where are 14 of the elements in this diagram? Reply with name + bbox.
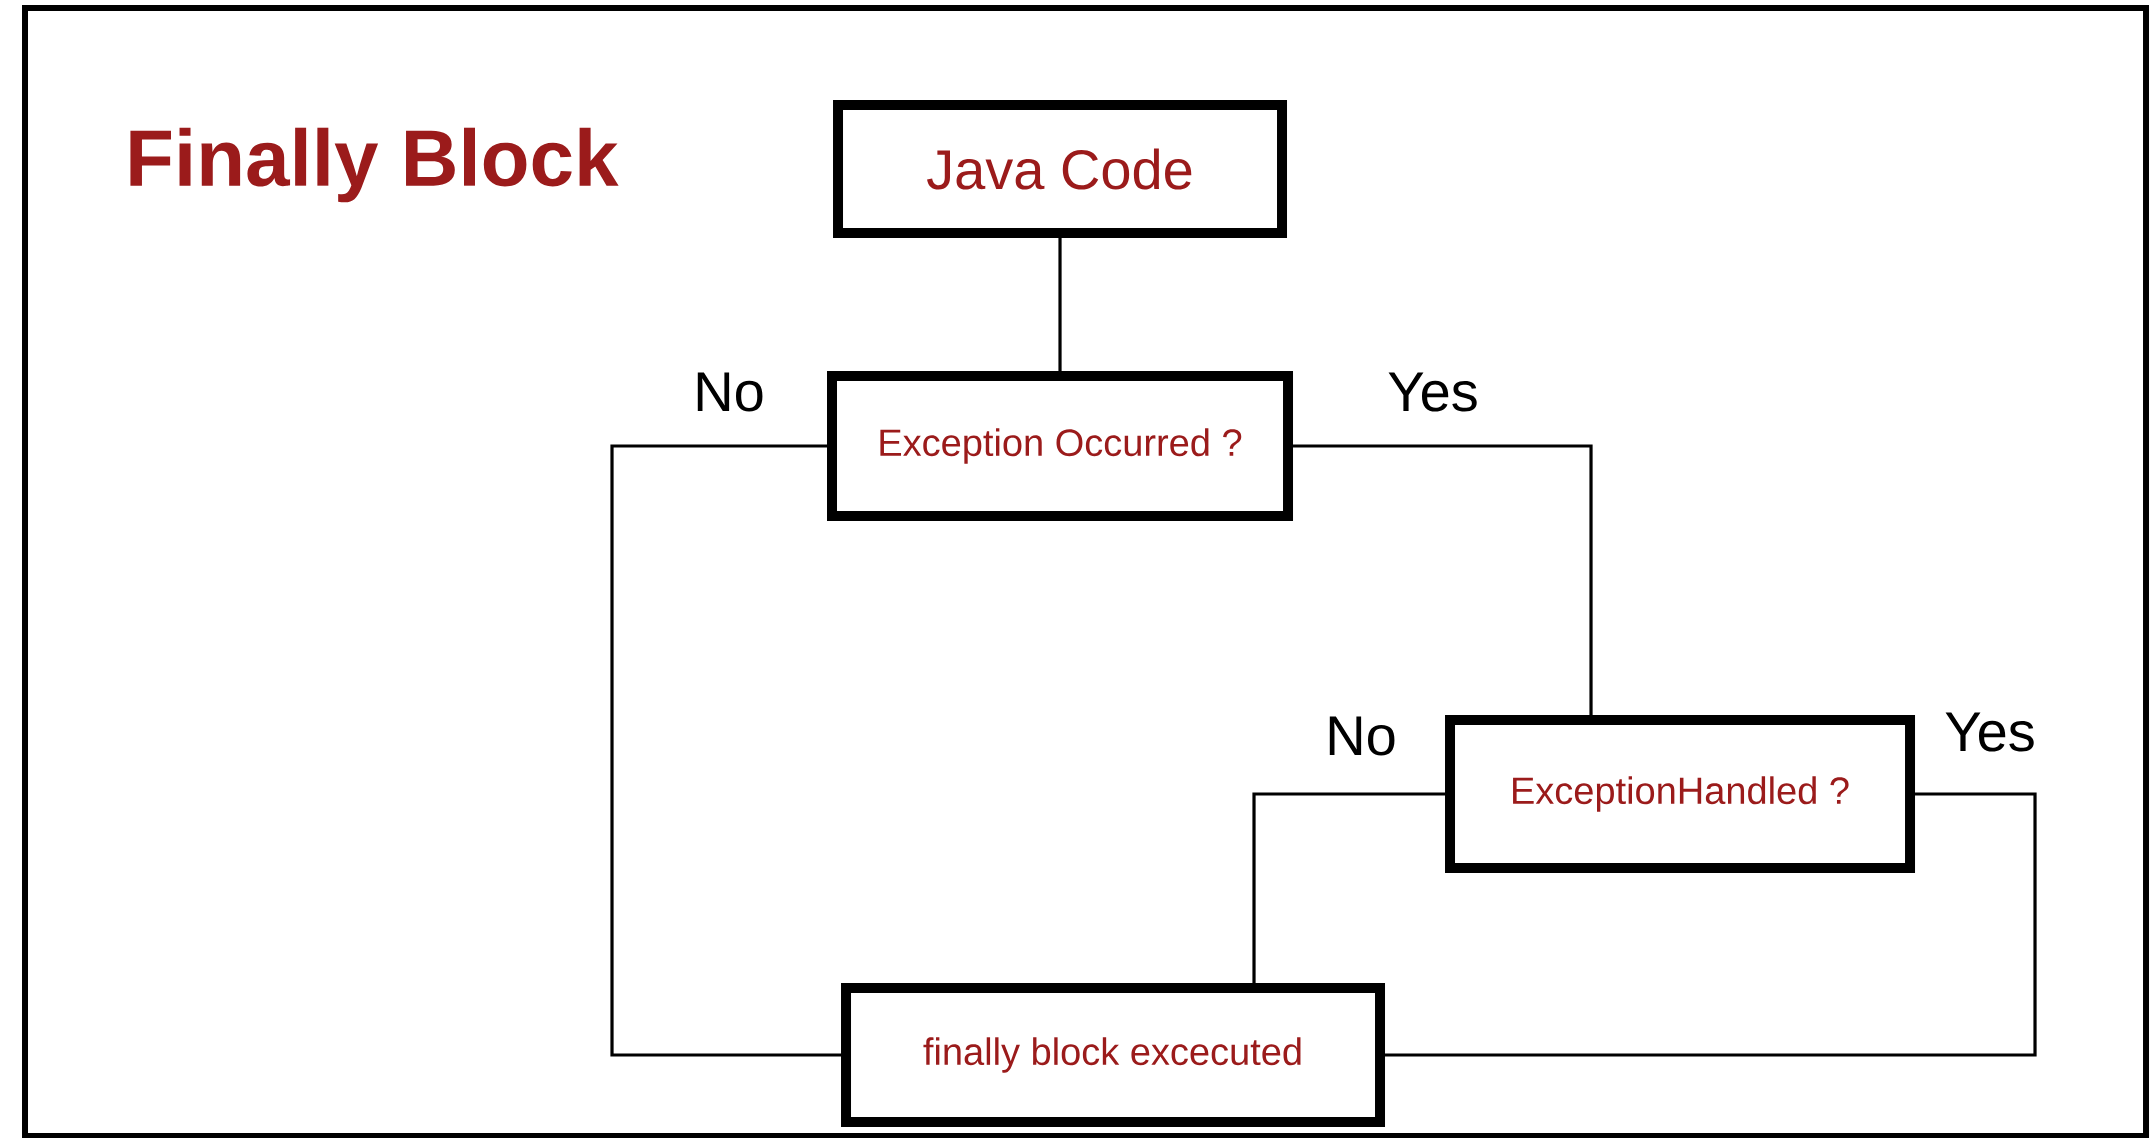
edge-label: No: [697, 372, 763, 412]
connector: [1385, 792, 2037, 1057]
edge-label: Yes: [1945, 712, 2034, 752]
connector: [1252, 792, 1445, 983]
process-box: ExceptionHandled ?: [1445, 715, 1915, 873]
connector: [1293, 444, 1593, 715]
process-box: finally block excecuted: [841, 983, 1385, 1127]
process-box: Java Code: [833, 100, 1287, 238]
title: Finally Block: [130, 127, 619, 203]
edge-label: Yes: [1388, 372, 1477, 412]
process-box: Exception Occurred ?: [827, 371, 1293, 521]
connector: [610, 444, 841, 1057]
edge-label: No: [1329, 716, 1395, 756]
connector: [1058, 238, 1062, 371]
